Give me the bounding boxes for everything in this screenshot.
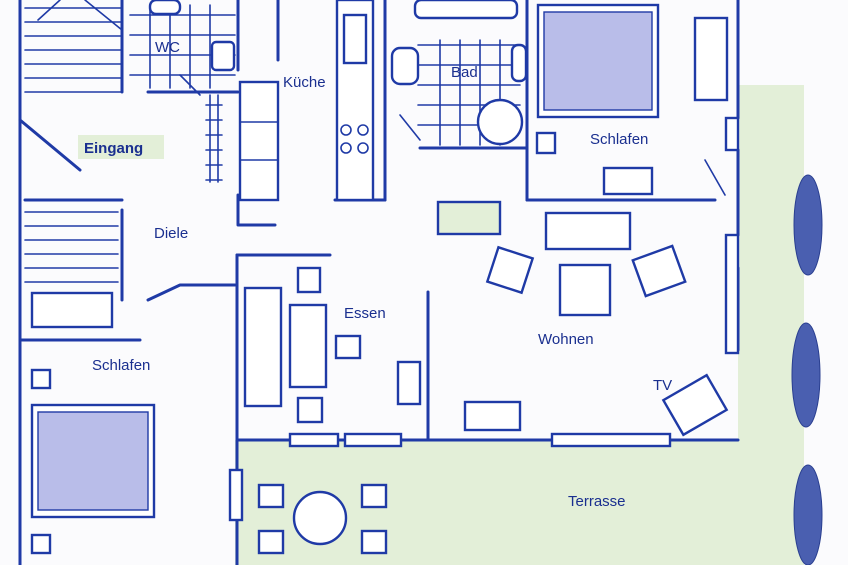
label-tv: TV — [653, 377, 672, 394]
window — [228, 468, 244, 522]
coffee-table — [558, 263, 612, 317]
sideboard — [243, 286, 283, 408]
bathroom — [390, 0, 528, 146]
cabinet — [396, 360, 422, 406]
bedroom-top — [535, 3, 740, 196]
sofa — [544, 211, 632, 251]
stairs-top — [24, 0, 123, 93]
patio-chair — [360, 483, 388, 509]
wardrobe — [693, 16, 729, 102]
armchair — [631, 244, 687, 298]
stairs-kitchen — [205, 80, 280, 202]
shower — [476, 98, 524, 146]
hedge-bush — [793, 174, 823, 276]
bathtub — [413, 0, 519, 20]
label-wohnen: Wohnen — [538, 331, 594, 348]
hedge — [791, 174, 823, 565]
bedroom-left — [30, 291, 156, 555]
wc-toilet — [148, 0, 182, 16]
patio-chair — [257, 529, 285, 555]
bath-sink — [510, 43, 528, 83]
garden — [235, 85, 804, 565]
shelf — [30, 291, 114, 329]
door-swing — [37, 0, 61, 21]
bed-mattress — [37, 411, 149, 511]
door-swing — [399, 114, 421, 141]
label-eingang: Eingang — [84, 140, 143, 157]
bed-mattress — [543, 11, 653, 111]
chair — [296, 396, 324, 424]
stair-block — [238, 80, 280, 202]
patio-table — [292, 490, 348, 546]
kitchen-counter — [335, 0, 375, 202]
patio-chair — [360, 529, 388, 555]
bench — [463, 400, 522, 432]
label-diele: Diele — [154, 225, 188, 242]
stove-burner — [340, 124, 352, 136]
stair-step — [24, 7, 123, 93]
living-room — [436, 200, 740, 448]
eingang-highlight — [78, 135, 164, 159]
dining-room — [243, 266, 422, 448]
stair-step — [205, 104, 223, 181]
stair-step — [24, 211, 119, 283]
wall-corridor-left — [236, 193, 277, 227]
tv-stand — [661, 373, 729, 437]
window — [343, 432, 403, 448]
stairs-diele — [24, 211, 119, 283]
stair-rail — [84, 0, 123, 31]
terrace-furniture — [228, 468, 388, 555]
stove-burner — [357, 124, 369, 136]
label-terrasse: Terrasse — [568, 493, 626, 510]
nightstand — [30, 368, 52, 390]
label-kueche: Küche — [283, 74, 326, 91]
wall-diag-door — [146, 283, 237, 302]
patio-chair — [257, 483, 285, 509]
label-wc: WC — [155, 39, 180, 56]
tile-grid — [417, 39, 521, 146]
walls — [18, 0, 740, 565]
armchair — [485, 245, 535, 295]
label-schlafen-top: Schlafen — [590, 131, 648, 148]
stove-burner — [357, 142, 369, 154]
wall-entrance-diag — [18, 118, 82, 172]
stair-step — [239, 121, 279, 161]
tile-grid — [129, 4, 236, 89]
stair-rail — [209, 94, 219, 183]
chair — [296, 266, 322, 294]
label-essen: Essen — [344, 305, 386, 322]
wc-sink — [210, 40, 236, 72]
dresser — [602, 166, 654, 196]
kitchen-sink — [342, 13, 368, 65]
hedge-bush — [791, 322, 821, 428]
chair — [334, 334, 362, 360]
hedge-bush — [793, 464, 823, 565]
nightstand — [30, 533, 52, 555]
dining-table — [288, 303, 328, 389]
wc-room — [129, 0, 236, 89]
label-schlafen-left: Schlafen — [92, 357, 150, 374]
nightstand — [535, 131, 557, 155]
bath-toilet — [390, 46, 420, 86]
stove-burner — [340, 142, 352, 154]
window — [724, 233, 740, 355]
door-swing — [704, 159, 726, 196]
window — [550, 432, 672, 448]
label-bad: Bad — [451, 64, 478, 81]
side-table — [436, 200, 502, 236]
room-labels: WC Küche Bad Schlafen Eingang Diele Esse… — [78, 39, 672, 510]
window — [288, 432, 340, 448]
window — [724, 116, 740, 152]
